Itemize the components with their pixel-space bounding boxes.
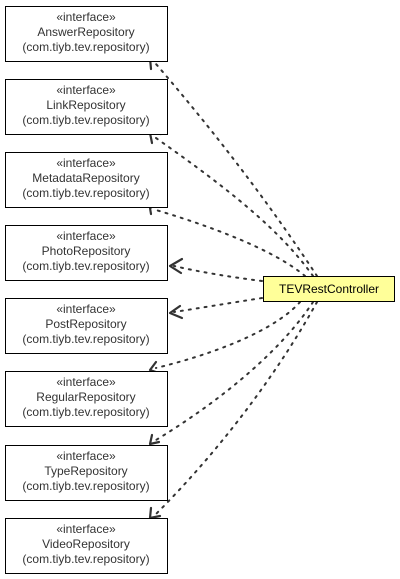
interface-photo-repository[interactable]: «interface» PhotoRepository (com.tiyb.te… [5, 225, 168, 281]
interface-package: (com.tiyb.tev.repository) [22, 332, 149, 346]
interface-stereotype: «interface» [56, 449, 116, 463]
interface-stereotype: «interface» [56, 10, 116, 24]
interface-package: (com.tiyb.tev.repository) [22, 259, 149, 273]
class-tevrestcontroller[interactable]: TEVRestController [263, 276, 395, 302]
edge-photo-repository [173, 265, 263, 282]
interface-package: (com.tiyb.tev.repository) [22, 405, 149, 419]
interface-package: (com.tiyb.tev.repository) [22, 186, 149, 200]
dependency-edges [155, 63, 318, 515]
arrowhead-photo-repository [168, 257, 184, 275]
interface-post-repository[interactable]: «interface» PostRepository (com.tiyb.tev… [5, 298, 168, 354]
edge-link-repository [155, 137, 314, 277]
edge-type-repository [155, 301, 314, 441]
interface-regular-repository[interactable]: «interface» RegularRepository (com.tiyb.… [5, 371, 168, 427]
edge-answer-repository [155, 63, 318, 277]
class-name: TEVRestController [279, 282, 379, 296]
interface-name: AnswerRepository [37, 25, 134, 39]
interface-type-repository[interactable]: «interface» TypeRepository (com.tiyb.tev… [5, 445, 168, 501]
arrowhead-post-repository [168, 304, 184, 320]
interface-name: LinkRepository [46, 98, 125, 112]
interface-name: TypeRepository [44, 464, 127, 478]
edge-video-repository [155, 301, 318, 515]
interface-name: MetadataRepository [32, 171, 139, 185]
interface-video-repository[interactable]: «interface» VideoRepository (com.tiyb.te… [5, 518, 168, 574]
edge-post-repository [173, 297, 263, 313]
interface-name: PostRepository [45, 317, 126, 331]
interface-answer-repository[interactable]: «interface» AnswerRepository (com.tiyb.t… [5, 6, 168, 62]
edge-metadata-repository [155, 209, 306, 277]
interface-stereotype: «interface» [56, 302, 116, 316]
interface-name: VideoRepository [42, 537, 130, 551]
interface-stereotype: «interface» [56, 229, 116, 243]
interface-stereotype: «interface» [56, 522, 116, 536]
interface-package: (com.tiyb.tev.repository) [22, 113, 149, 127]
arrowhead-video-repository [148, 506, 162, 520]
interface-package: (com.tiyb.tev.repository) [22, 552, 149, 566]
interface-stereotype: «interface» [56, 375, 116, 389]
interface-stereotype: «interface» [56, 156, 116, 170]
arrowhead-type-repository [148, 433, 161, 446]
interface-stereotype: «interface» [56, 83, 116, 97]
interface-package: (com.tiyb.tev.repository) [22, 479, 149, 493]
interface-name: PhotoRepository [42, 244, 131, 258]
interface-metadata-repository[interactable]: «interface» MetadataRepository (com.tiyb… [5, 152, 168, 208]
edge-regular-repository [155, 301, 301, 369]
interface-name: RegularRepository [36, 390, 135, 404]
interface-link-repository[interactable]: «interface» LinkRepository (com.tiyb.tev… [5, 79, 168, 135]
interface-package: (com.tiyb.tev.repository) [22, 40, 149, 54]
